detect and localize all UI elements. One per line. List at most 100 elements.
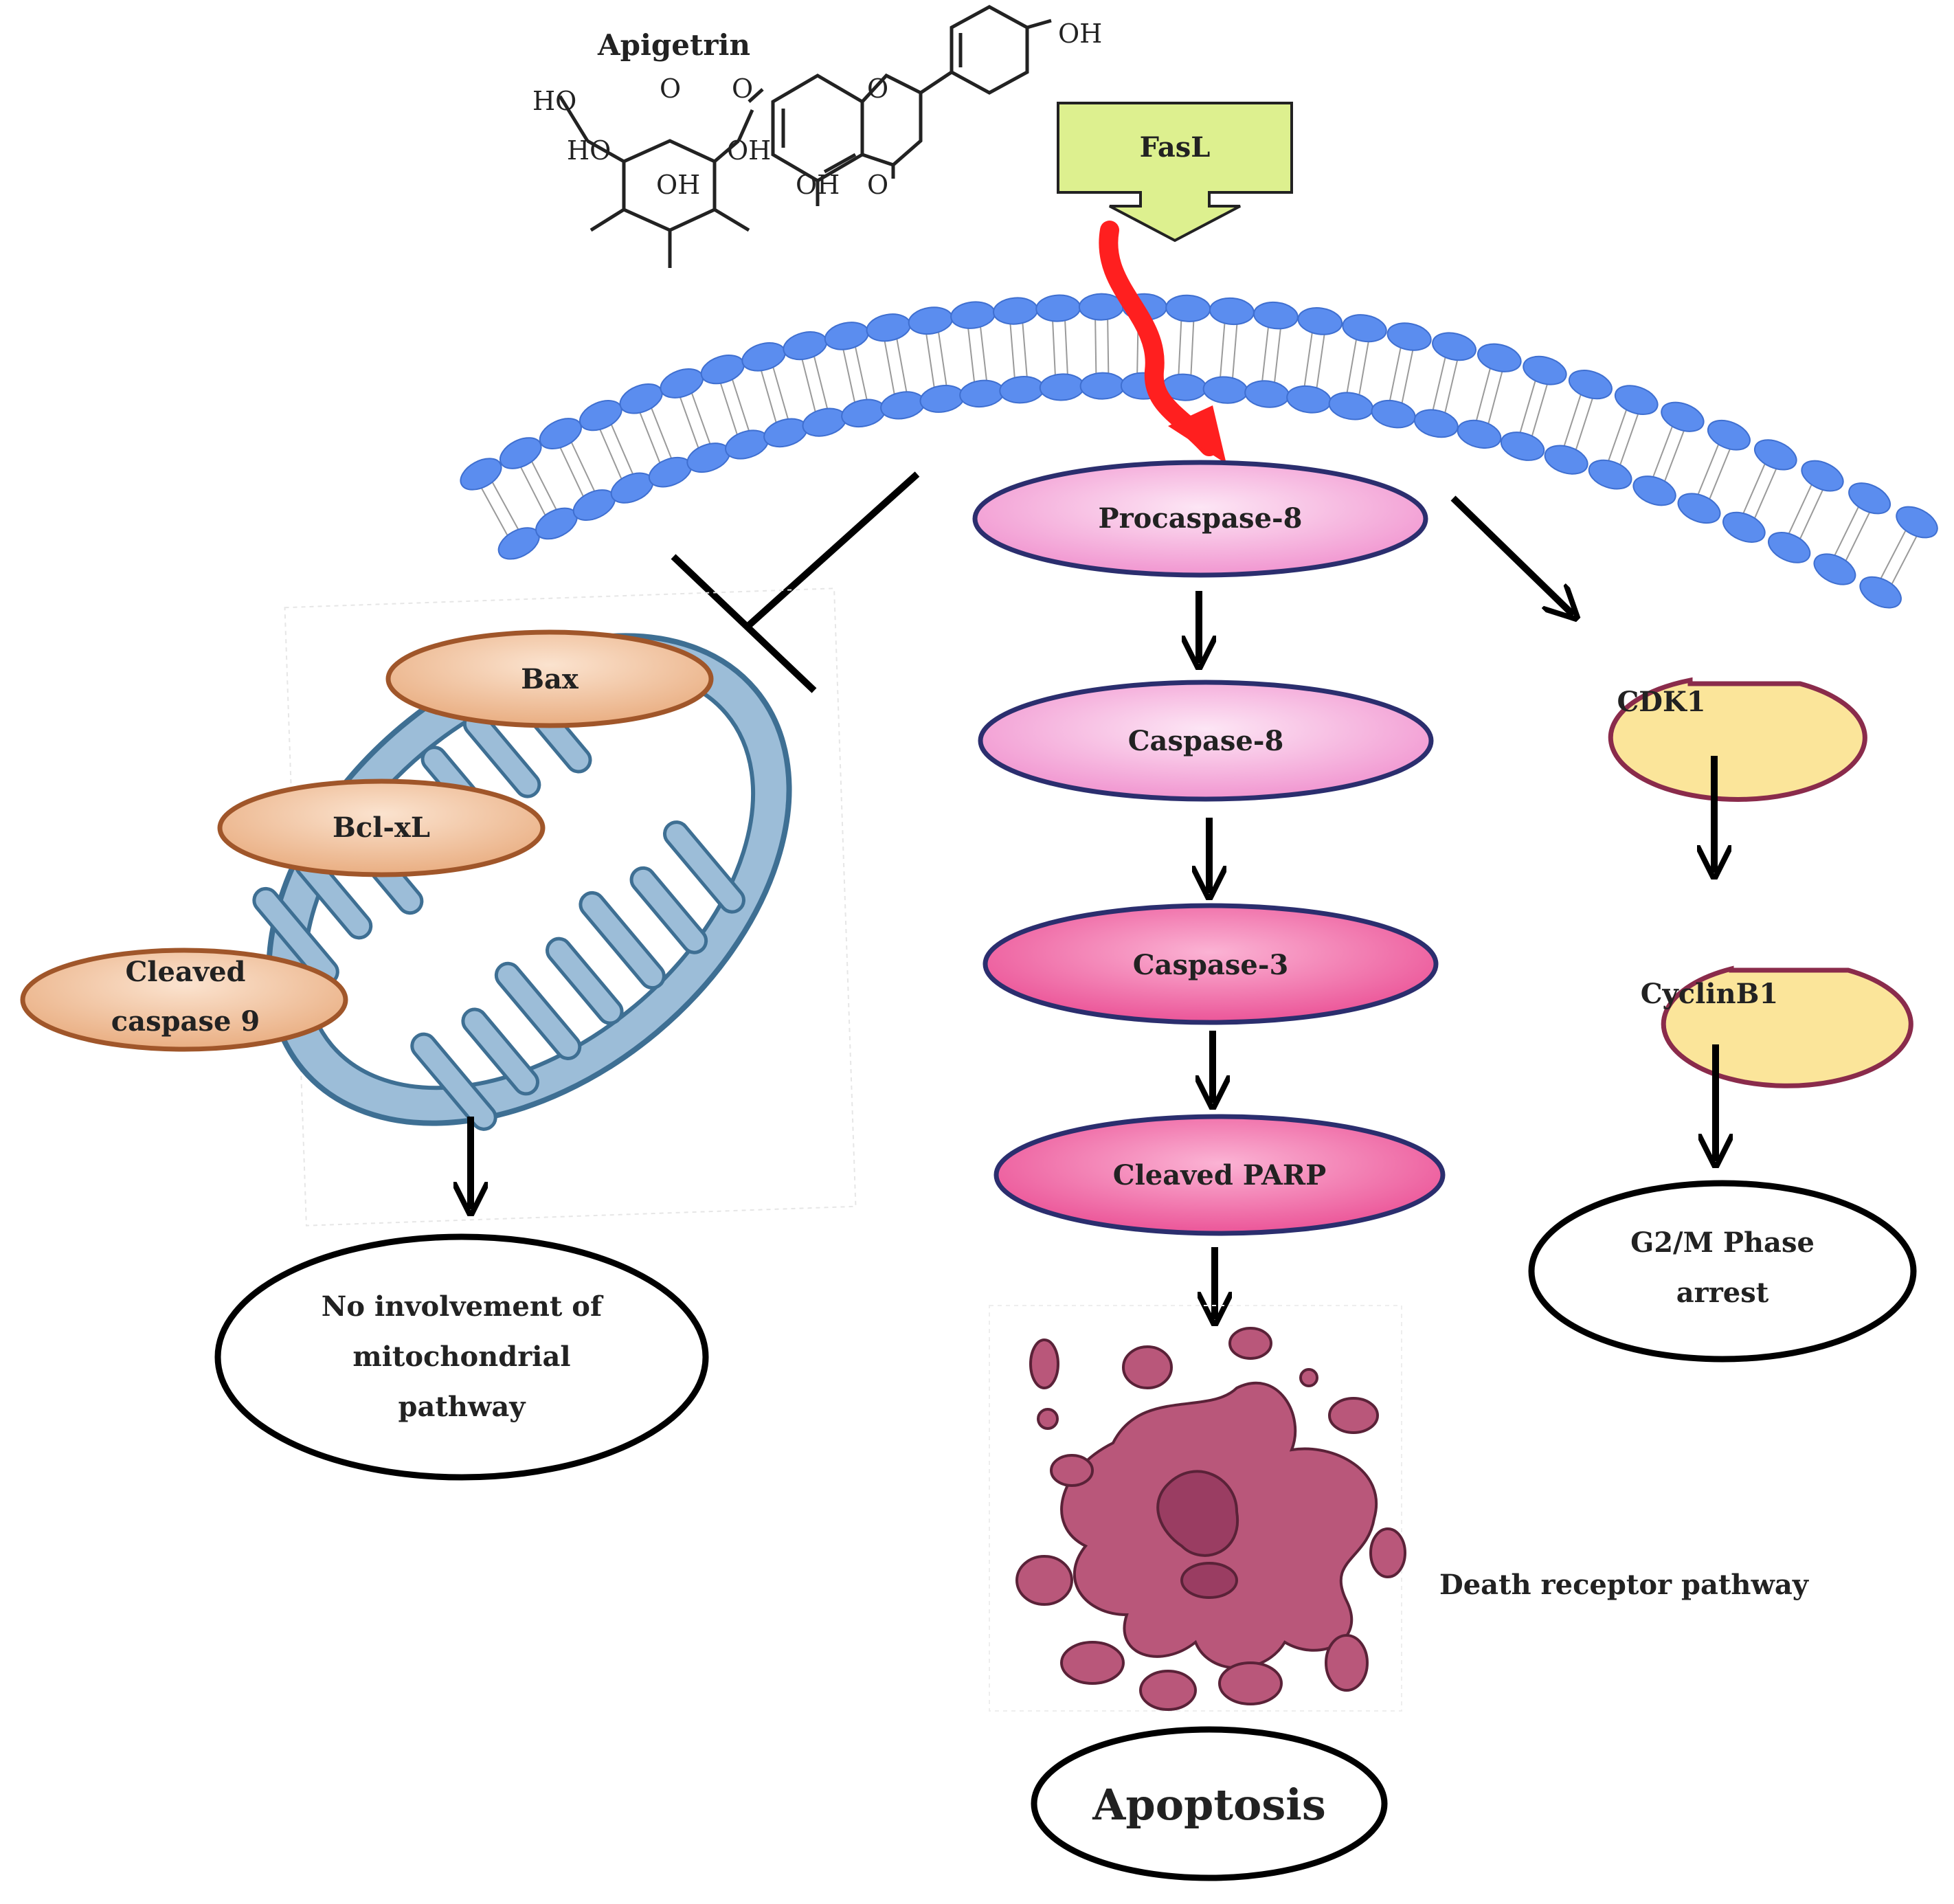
lipid-head-inner — [1677, 493, 1721, 524]
lipid-head-inner — [1079, 372, 1125, 400]
lipid-tail — [1799, 489, 1824, 539]
lipid-head-inner — [1544, 445, 1588, 475]
lipid-tail — [1432, 357, 1446, 410]
lipid-tail — [896, 338, 908, 392]
lipid-head-outer — [1753, 439, 1797, 471]
lipid-tail — [1274, 328, 1281, 383]
lipid-tail — [1190, 321, 1195, 376]
cell-membrane — [460, 293, 1938, 609]
lipid-head-outer — [1476, 343, 1522, 372]
lipid-head-inner — [841, 399, 886, 428]
fasl-ligand-box — [1057, 102, 1293, 243]
lipid-head-inner — [1588, 459, 1632, 490]
lipid-head-inner — [1457, 419, 1502, 449]
cleaved-caspase-9-label-2: caspase 9 — [111, 1005, 260, 1038]
atom-label: HO — [567, 135, 611, 166]
lipid-tail — [1753, 468, 1777, 519]
lipid-tail — [760, 370, 777, 423]
lipid-head-inner — [1039, 373, 1085, 401]
lipid-head-inner — [1244, 380, 1290, 408]
lipid-tail — [531, 461, 557, 511]
lipid-head-inner — [763, 418, 808, 448]
lipid-tail — [1475, 368, 1491, 421]
lipid-tail — [854, 346, 868, 401]
bcl-xl-label: Bcl-xL — [333, 811, 430, 844]
lipid-tail — [1401, 350, 1414, 404]
lipid-tail — [480, 487, 508, 536]
atom-label: O — [867, 170, 888, 200]
lipid-tail — [1891, 535, 1918, 585]
arrow-to-cdk1 — [1450, 495, 1573, 615]
lipid-head-inner — [880, 391, 925, 420]
lipid-head-outer — [1707, 419, 1751, 451]
lipid-tail — [1346, 339, 1358, 393]
lipid-tail — [1094, 319, 1097, 374]
lipid-head-outer — [579, 400, 622, 432]
lipid-tail — [1009, 324, 1015, 379]
caspase-8-label: Caspase-8 — [1128, 725, 1284, 757]
lipid-head-outer — [1165, 294, 1211, 322]
lipid-tail — [1697, 444, 1720, 495]
lipid-tail — [772, 366, 789, 420]
lipid-head-inner — [725, 429, 770, 460]
lipid-head-outer — [619, 383, 663, 414]
fasl-label: FasL — [1140, 131, 1211, 164]
lipid-tail — [1742, 463, 1766, 514]
lipid-head-outer — [950, 301, 996, 329]
lipid-head-outer — [1848, 482, 1891, 515]
molecule-name: Apigetrin — [597, 28, 750, 62]
inhibition-symbol — [671, 471, 920, 693]
caspase-3-label: Caspase-3 — [1133, 949, 1289, 981]
atom-label: OH — [796, 170, 840, 200]
mito-result-line-2: mitochondrial — [352, 1341, 570, 1373]
death-receptor-label: Death receptor pathway — [1439, 1569, 1810, 1601]
lipid-tail — [980, 326, 987, 381]
lipid-tail — [813, 356, 829, 410]
apoptosis-outcome: Apoptosis — [1031, 1726, 1388, 1881]
lipid-tail — [570, 442, 596, 492]
caspase-8-node: Caspase-8 — [978, 680, 1434, 802]
lipid-tail — [1178, 320, 1182, 375]
lipid-tail — [690, 392, 711, 445]
lipid-tail — [967, 328, 976, 383]
lipid-tail — [1022, 322, 1028, 377]
lipid-tail — [925, 333, 935, 388]
molecule-atom-labels: OH HO HO OH OH OH O O O O — [532, 19, 1102, 200]
lipid-tail — [1563, 394, 1582, 447]
lipid-head-inner — [959, 379, 1004, 408]
lipid-head-inner — [999, 376, 1045, 404]
lipid-tail — [731, 379, 750, 432]
atom-label: O — [867, 74, 888, 104]
bax-protein: Bax — [385, 629, 714, 728]
atom-label: OH — [1058, 19, 1102, 49]
lipid-tail — [1064, 320, 1068, 375]
lipid-tail — [610, 424, 634, 475]
lipid-tail — [801, 359, 816, 412]
procaspase-8-node: Procaspase-8 — [972, 460, 1428, 578]
lipid-head-outer — [783, 331, 828, 361]
g2m-line-1: G2/M Phase — [1630, 1227, 1815, 1259]
lipid-head-outer — [993, 297, 1038, 325]
cleaved-caspase-9-label-1: Cleaved — [125, 956, 245, 988]
lipid-head-outer — [1342, 314, 1387, 343]
mito-result-line-1: No involvement of — [322, 1290, 604, 1323]
g2m-line-2: arrest — [1676, 1277, 1769, 1309]
lipid-head-inner — [1500, 432, 1545, 461]
lipid-tail — [599, 429, 622, 480]
lipid-tail — [1709, 448, 1731, 500]
lipid-tail — [1663, 430, 1685, 482]
cdk1-label: CDK1 — [1617, 686, 1705, 718]
lipid-head-inner — [1722, 511, 1766, 543]
lipid-tail — [1531, 383, 1548, 437]
lipid-head-inner — [1413, 409, 1459, 438]
red-signal-arrow — [1099, 221, 1219, 456]
lipid-head-inner — [802, 407, 847, 437]
lipid-tail — [842, 349, 856, 403]
lipid-tail — [1389, 347, 1402, 401]
cdk1-node: CDK1 — [1608, 677, 1867, 802]
lipid-head-inner — [1328, 392, 1374, 421]
lipid-head-outer — [460, 458, 502, 491]
lipid-head-outer — [700, 355, 745, 385]
caspase-3-node: Caspase-3 — [982, 903, 1439, 1025]
